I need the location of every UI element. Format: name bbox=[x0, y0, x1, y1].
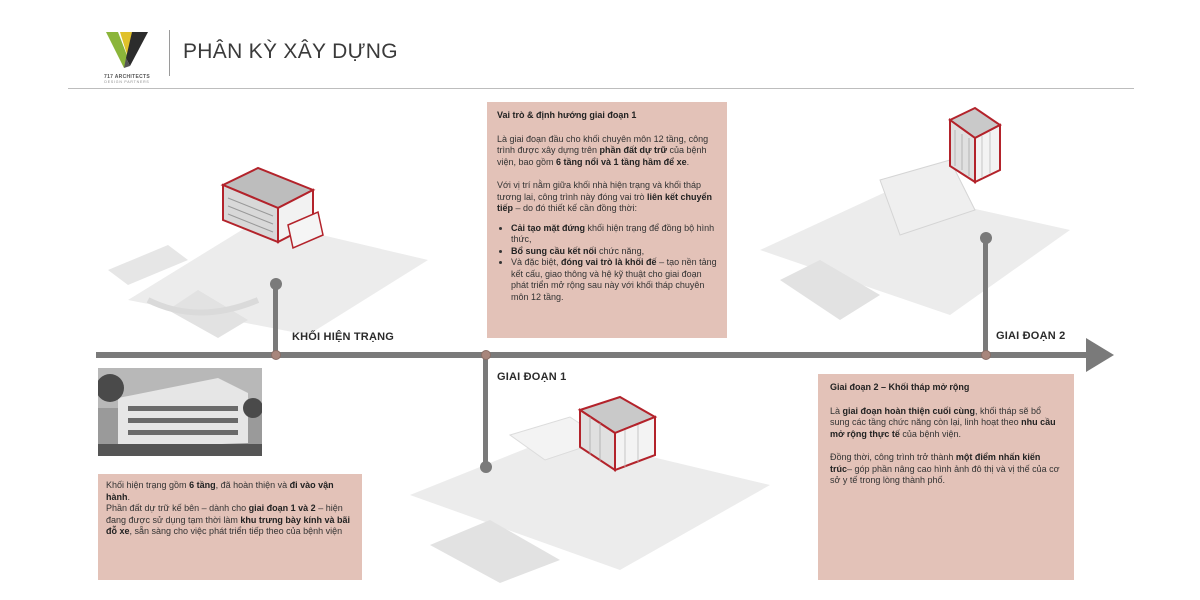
existing-site-illustration bbox=[108, 166, 428, 338]
header-divider bbox=[169, 30, 170, 76]
phase2-site-illustration bbox=[760, 106, 1070, 320]
phase1-marker bbox=[481, 350, 491, 360]
phase1-list-item: Và đặc biệt, đóng vai trò là khối đế – t… bbox=[511, 257, 717, 303]
phase2-description-box: Giai đoạn 2 – Khối tháp mở rộng Là giai … bbox=[818, 374, 1074, 580]
page-title: PHÂN KỲ XÂY DỰNG bbox=[183, 40, 398, 63]
logo-name: 717 ARCHITECTS bbox=[104, 74, 150, 80]
phase1-list-item: Cải tạo mặt đứng khối hiện trạng để đồng… bbox=[511, 223, 717, 246]
phase1-stem bbox=[483, 355, 488, 467]
phase1-list-item: Bổ sung cầu kết nối chức năng, bbox=[511, 246, 717, 258]
logo-subtitle: DESIGN PARTNERS bbox=[104, 80, 150, 84]
phase1-node bbox=[480, 461, 492, 473]
existing-marker bbox=[271, 350, 281, 360]
existing-node bbox=[270, 278, 282, 290]
existing-stem bbox=[273, 284, 278, 354]
phase1-site-illustration bbox=[410, 395, 770, 583]
phase2-marker bbox=[981, 350, 991, 360]
timeline-axis bbox=[96, 352, 1088, 358]
stage-label-existing: KHỐI HIỆN TRẠNG bbox=[292, 331, 394, 343]
header-rule bbox=[68, 88, 1134, 89]
stage-label-phase2: GIAI ĐOẠN 2 bbox=[996, 330, 1066, 342]
stage-label-phase1: GIAI ĐOẠN 1 bbox=[497, 371, 567, 383]
phase2-node bbox=[980, 232, 992, 244]
architect-logo-icon bbox=[106, 32, 148, 68]
phase2-stem bbox=[983, 238, 988, 354]
phase1-description-box: Vai trò & định hướng giai đoạn 1 Là giai… bbox=[487, 102, 727, 338]
existing-description-box: Khối hiện trạng gồm 6 tầng, đã hoàn thiệ… bbox=[98, 474, 362, 580]
phase2-box-title: Giai đoạn 2 – Khối tháp mở rộng bbox=[830, 382, 970, 392]
phase1-box-title: Vai trò & định hướng giai đoạn 1 bbox=[497, 110, 637, 120]
existing-building-photo bbox=[98, 368, 262, 456]
timeline-arrowhead-icon bbox=[1086, 338, 1114, 372]
